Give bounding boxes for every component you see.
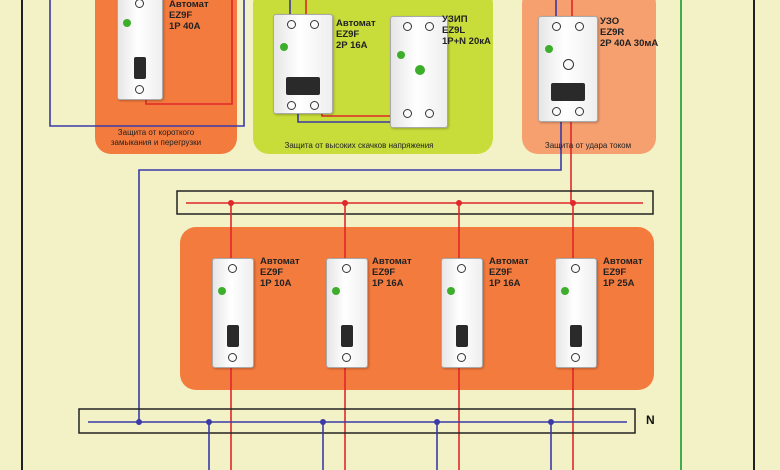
schneider-logo-icon bbox=[332, 287, 340, 295]
branch-breaker-1 bbox=[212, 258, 254, 368]
breaker-name: Автомат bbox=[169, 0, 209, 10]
schneider-logo-icon bbox=[397, 51, 405, 59]
phase-junction-3 bbox=[456, 200, 462, 206]
terminal-bottom bbox=[228, 353, 237, 362]
terminal-bottom-1 bbox=[403, 109, 412, 118]
terminal-top-1 bbox=[287, 20, 296, 29]
toggle-handle bbox=[551, 83, 585, 101]
terminal-bottom bbox=[571, 353, 580, 362]
caption-shock-protection: Защита от удара током bbox=[544, 141, 632, 150]
toggle-handle bbox=[286, 77, 320, 95]
terminal-bottom-2 bbox=[425, 109, 434, 118]
breaker-model: EZ9F bbox=[169, 10, 193, 21]
schneider-logo-icon bbox=[280, 43, 288, 51]
phase-bus-bar bbox=[176, 190, 654, 215]
test-button-icon bbox=[563, 59, 574, 70]
rcd-ez9r bbox=[538, 16, 598, 122]
schneider-logo-icon bbox=[447, 287, 455, 295]
neutral-bus-bar bbox=[78, 408, 636, 434]
terminal-top-2 bbox=[310, 20, 319, 29]
terminal-top bbox=[342, 264, 351, 273]
schneider-logo-icon bbox=[123, 19, 131, 27]
neutral-junction-3 bbox=[434, 419, 440, 425]
surge-protector-ez9l bbox=[390, 16, 448, 128]
neutral-junction-1 bbox=[206, 419, 212, 425]
terminal-bottom bbox=[457, 353, 466, 362]
branch-breaker-3 bbox=[441, 258, 483, 368]
schneider-logo-icon bbox=[545, 45, 553, 53]
terminal-top-2 bbox=[575, 22, 584, 31]
phase-wire-top-left bbox=[145, 0, 233, 105]
phase-junction-2 bbox=[342, 200, 348, 206]
terminal-bottom-2 bbox=[575, 107, 584, 116]
status-indicator-icon bbox=[415, 65, 425, 75]
schneider-logo-icon bbox=[561, 287, 569, 295]
toggle-handle bbox=[456, 325, 468, 347]
neutral-junction-2 bbox=[320, 419, 326, 425]
terminal-top bbox=[571, 264, 580, 273]
breaker-1p-40a bbox=[117, 0, 163, 100]
toggle-handle bbox=[134, 57, 146, 79]
phase-junction-1 bbox=[228, 200, 234, 206]
terminal-bottom-1 bbox=[287, 101, 296, 110]
toggle-handle bbox=[227, 325, 239, 347]
toggle-handle bbox=[570, 325, 582, 347]
neutral-junction-4 bbox=[548, 419, 554, 425]
branch-breaker-2 bbox=[326, 258, 368, 368]
caption-surge-protection: Защита от высоких скачков напряжения bbox=[284, 141, 434, 150]
terminal-bottom bbox=[342, 353, 351, 362]
terminal-top bbox=[457, 264, 466, 273]
terminal-top-1 bbox=[403, 22, 412, 31]
neutral-bus-label: N bbox=[646, 413, 655, 427]
terminal-bottom bbox=[135, 85, 144, 94]
terminal-top-2 bbox=[425, 22, 434, 31]
neutral-junction-feed bbox=[136, 419, 142, 425]
terminal-top bbox=[135, 0, 144, 8]
rcd-out-neutral bbox=[138, 118, 562, 422]
terminal-bottom-2 bbox=[310, 101, 319, 110]
breaker-2p-16a bbox=[273, 14, 333, 114]
neutral-wire-top-left bbox=[49, 0, 245, 127]
breaker-rating: 1P 40A bbox=[169, 21, 201, 32]
terminal-top-1 bbox=[552, 22, 561, 31]
schneider-logo-icon bbox=[218, 287, 226, 295]
terminal-top bbox=[228, 264, 237, 273]
terminal-bottom-1 bbox=[552, 107, 561, 116]
branch-breaker-4 bbox=[555, 258, 597, 368]
phase-junction-4 bbox=[570, 200, 576, 206]
toggle-handle bbox=[341, 325, 353, 347]
